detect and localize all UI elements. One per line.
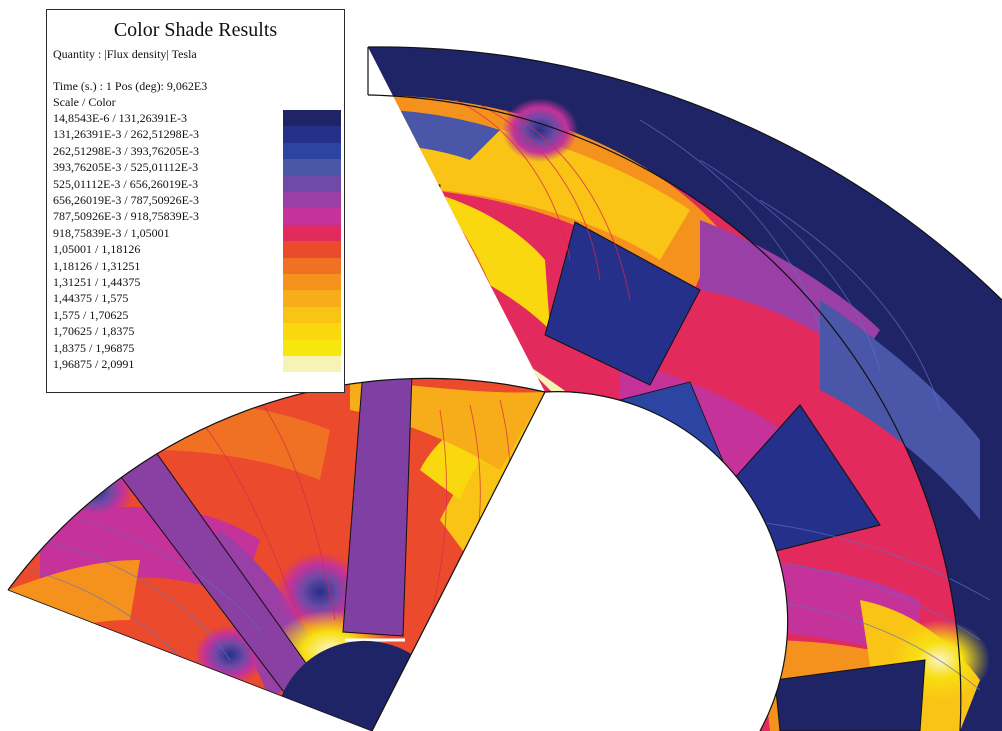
scale-color-swatch <box>283 274 341 291</box>
scale-color-swatch <box>283 224 341 242</box>
rotor <box>8 378 545 731</box>
machine-outlines <box>7 46 1002 731</box>
scale-color-swatch <box>283 241 341 258</box>
scale-row-label: 525,01112E-3 / 656,26019E-3 <box>53 176 199 191</box>
scale-color-label: Scale / Color <box>53 95 116 109</box>
scale-row-label: 1,31251 / 1,44375 <box>53 275 141 289</box>
color-shade-legend: Color Shade Results Quantity : |Flux den… <box>46 9 345 393</box>
scale-row-label: 1,70625 / 1,8375 <box>53 324 135 339</box>
scale-row-label: 1,8375 / 1,96875 <box>53 340 135 355</box>
scale-row-label: 787,50926E-3 / 918,75839E-3 <box>53 209 199 224</box>
quantity-label: Quantity : |Flux density| Tesla <box>53 47 197 61</box>
scale-row-label: 131,26391E-3 / 262,51298E-3 <box>53 127 199 142</box>
scale-row-label: 262,51298E-3 / 393,76205E-3 <box>53 143 199 158</box>
scale-color-swatch <box>283 159 341 176</box>
legend-title: Color Shade Results <box>113 19 278 41</box>
scale-row-label: 656,26019E-3 / 787,50926E-3 <box>53 193 199 207</box>
scale-color-swatch <box>283 323 341 340</box>
scale-color-swatch <box>283 110 341 127</box>
scale-row-label: 1,44375 / 1,575 <box>53 291 129 306</box>
scale-row-label: 1,575 / 1,70625 <box>53 307 129 322</box>
scale-color-swatch <box>283 356 341 373</box>
scale-color-swatch <box>283 208 341 225</box>
scale-row-label: 393,76205E-3 / 525,01112E-3 <box>53 160 199 175</box>
scale-row-label: 1,18126 / 1,31251 <box>53 258 141 273</box>
scale-color-swatch <box>283 306 341 324</box>
scale-color-swatch <box>283 192 341 209</box>
scale-color-swatch <box>283 175 341 192</box>
time-position-label: Time (s.) : 1 Pos (deg): 9,062E3 <box>53 79 208 93</box>
scale-color-swatch <box>283 290 341 307</box>
scale-color-swatch <box>283 339 341 356</box>
scale-row-label: 1,05001 / 1,18126 <box>53 242 141 257</box>
scale-color-swatch <box>283 142 341 160</box>
scale-color-swatch <box>283 257 341 274</box>
scale-row-label: 14,8543E-6 / 131,26391E-3 <box>53 111 187 125</box>
scale-row-label: 1,96875 / 2,0991 <box>53 357 135 371</box>
scale-row-label: 918,75839E-3 / 1,05001 <box>53 225 170 240</box>
scale-color-swatch <box>283 126 341 143</box>
